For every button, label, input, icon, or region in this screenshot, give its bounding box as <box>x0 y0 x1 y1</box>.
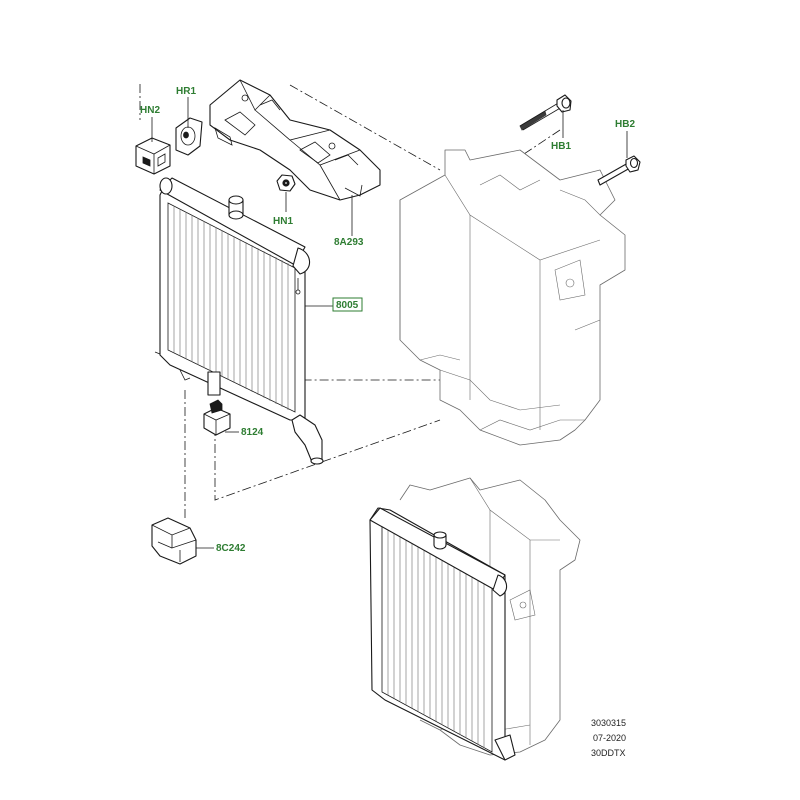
assembled-radiator-view <box>369 477 581 761</box>
bracket-8a293 <box>209 79 381 201</box>
callout-8005: 8005 <box>336 300 359 311</box>
callout-hb1: HB1 <box>551 141 571 152</box>
clip-nut-hn2 <box>135 137 171 175</box>
leader-lines <box>151 97 628 549</box>
fan-shroud-exploded <box>399 149 626 446</box>
bracket-8c242 <box>151 517 197 565</box>
illustration-code: 30DDTX <box>591 748 626 758</box>
callout-hb2: HB2 <box>615 119 635 130</box>
illustration-number: 3030315 <box>591 718 626 728</box>
callout-8005-box <box>332 297 363 312</box>
assembled-core-fins <box>387 528 485 748</box>
callout-8124: 8124 <box>241 427 264 438</box>
mount-hr1 <box>175 117 203 156</box>
callout-8a293: 8A293 <box>334 237 364 248</box>
callout-hn2: HN2 <box>140 105 160 116</box>
callout-8c242: 8C242 <box>216 543 246 554</box>
callout-hr1: HR1 <box>176 86 196 97</box>
illustration-date: 07-2020 <box>593 733 626 743</box>
mount-8124 <box>203 399 231 436</box>
bolt-hb2 <box>597 155 641 186</box>
bolt-hb1 <box>519 94 572 131</box>
callout-hn1: HN1 <box>273 216 293 227</box>
nut-hn1 <box>276 174 296 192</box>
callout-labels: HN2 HR1 HN1 8A293 HB1 HB2 8005 8124 8C24… <box>140 86 635 554</box>
radiator-8005 <box>159 177 324 465</box>
radiator-core-fins <box>173 206 289 410</box>
illustration-info: 3030315 07-2020 30DDTX <box>591 718 626 758</box>
